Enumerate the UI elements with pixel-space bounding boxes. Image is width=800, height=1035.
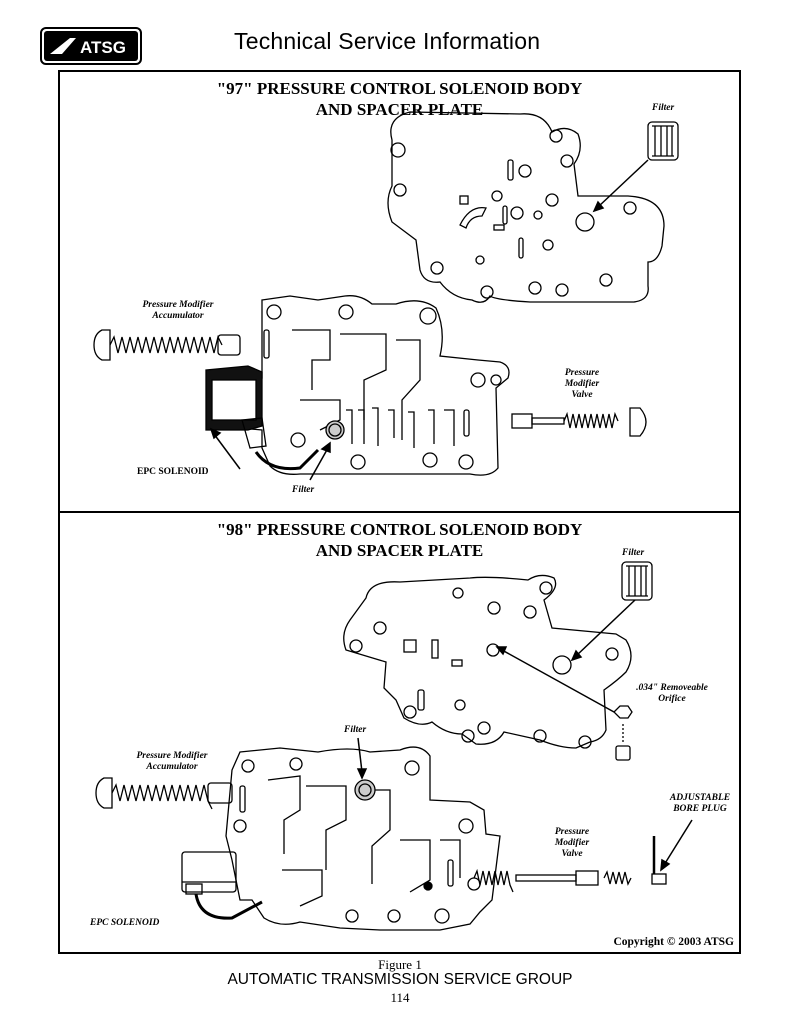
section-divider [58,511,741,513]
valve-body-98 [225,746,501,931]
section-98-title: "98" PRESSURE CONTROL SOLENOID BODY AND … [58,519,741,561]
label-98-pressure-modifier-accumulator: Pressure Modifier Accumulator [136,751,208,772]
epc-solenoid-97 [205,365,320,471]
label-98-filter-top: Filter [622,548,645,558]
figure-caption: Figure 1 [378,957,422,972]
footer-organization: AUTOMATIC TRANSMISSION SERVICE GROUP [227,971,573,988]
accumulator-97 [93,329,241,361]
section-97-title: "97" PRESSURE CONTROL SOLENOID BODY AND … [58,78,741,120]
section-97-title-line2: AND SPACER PLATE [315,100,484,119]
label-97-filter-bottom: Filter [292,485,315,495]
label-98-removeable-orifice: .034" Removeable Orifice [636,683,708,704]
valve-body-97 [239,295,510,476]
label-98-epc-solenoid: EPC SOLENOID [90,918,160,928]
label-97-filter-top: Filter [652,103,675,113]
spacer-plate-98 [343,574,632,749]
label-98-adjustable-bore-plug: ADJUSTABLE BORE PLUG [669,793,731,814]
label-98-pressure-modifier-valve: Pressure Modifier Valve [554,827,590,859]
section-98-title-line2: AND SPACER PLATE [315,541,484,560]
filter-98-top [621,561,653,601]
orifice-98 [613,705,633,761]
page-title: Technical Service Information [234,28,541,54]
epc-solenoid-98 [181,851,263,920]
section-98-title-line1: "98" PRESSURE CONTROL SOLENOID BODY [216,520,583,539]
label-97-epc-solenoid: EPC SOLENOID [137,467,209,477]
logo-text: ATSG [80,38,126,57]
filter-97-top [647,121,679,161]
modifier-valve-97 [511,407,647,437]
label-98-filter-mid: Filter [344,725,367,735]
label-97-pressure-modifier-accumulator: Pressure Modifier Accumulator [142,300,214,321]
section-97-title-line1: "97" PRESSURE CONTROL SOLENOID BODY [216,79,583,98]
copyright: Copyright © 2003 ATSG [613,936,734,948]
modifier-valve-98 [473,836,667,893]
spacer-plate-97 [387,111,665,303]
accumulator-98 [95,777,233,810]
page-number: 114 [390,990,410,1005]
label-97-pressure-modifier-valve: Pressure Modifier Valve [564,368,600,400]
atsg-logo: ATSG [40,27,142,65]
